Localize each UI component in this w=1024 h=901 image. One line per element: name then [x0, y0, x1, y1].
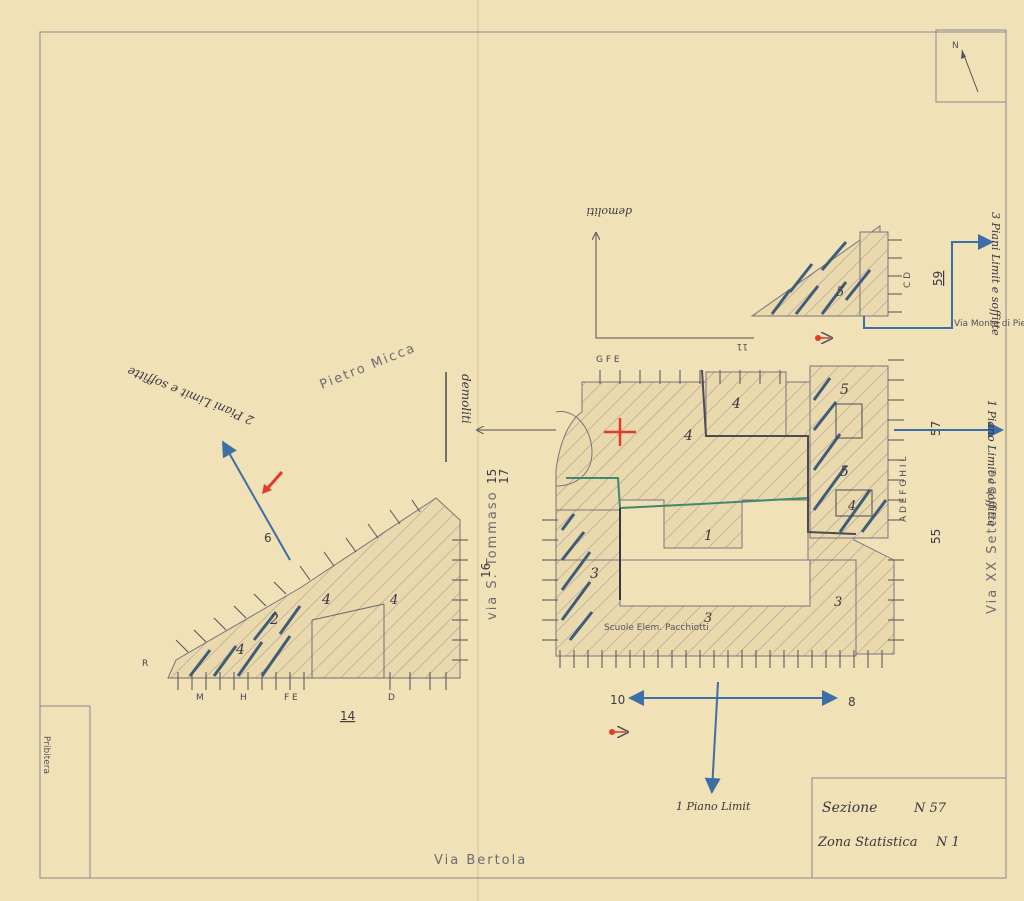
street-s-tommaso: via S. Tommaso: [485, 490, 500, 620]
title-block: [811, 777, 1007, 879]
svg-text:5: 5: [836, 285, 844, 300]
annotation-bottom-piano: 1 Piano Limit: [676, 800, 751, 813]
label-15: 15: [485, 469, 499, 484]
label-11: 11: [737, 341, 748, 351]
label-6: 6: [264, 531, 272, 545]
street-monte-di-pieta: Via Monte di Pietà: [954, 319, 1024, 329]
building-block-central: 1 3 3 3 4 4 5 5 4 A D E F G H I L G F E: [542, 355, 909, 668]
school-label: Scuole Elem. Pacchiotti: [604, 623, 709, 633]
svg-text:2: 2: [269, 612, 279, 628]
label-57: 57: [929, 421, 943, 436]
svg-text:4: 4: [731, 396, 741, 412]
svg-text:R: R: [142, 659, 148, 669]
annotation-right-57: 1 Piano Limit e soffitte: [985, 400, 998, 527]
svg-text:N: N: [952, 41, 959, 51]
svg-text:3: 3: [834, 595, 842, 610]
street-bertola: Via Bertola: [434, 853, 527, 868]
blue-arrow-59: [863, 234, 994, 329]
svg-text:F E: F E: [284, 693, 298, 703]
svg-text:4: 4: [847, 499, 856, 514]
pencil-arrow-top: [596, 234, 754, 339]
label-8: 8: [848, 695, 856, 709]
sezione-label: Sezione: [822, 800, 877, 816]
label-55: 55: [929, 529, 943, 544]
north-arrow-icon: N: [935, 29, 1007, 103]
svg-text:D: D: [388, 693, 395, 703]
label-59: 59: [931, 271, 945, 286]
svg-text:4: 4: [683, 428, 693, 444]
label-16: 16: [479, 563, 493, 578]
svg-text:5: 5: [840, 464, 849, 480]
zona-value: N 1: [935, 835, 960, 850]
svg-text:4: 4: [389, 593, 398, 608]
annotation-demoliti-top: demoliti: [586, 205, 632, 218]
label-17: 17: [497, 469, 511, 484]
red-arrow-icon: [262, 471, 284, 494]
blue-arrow-left: [222, 440, 291, 561]
svg-text:C D: C D: [903, 272, 913, 288]
building-block-14: M H F E D R 4 2 4 4: [142, 497, 468, 703]
block-number-14: 14: [340, 709, 355, 723]
red-cross-icon: [604, 418, 636, 446]
zona-label: Zona Statistica: [817, 835, 917, 850]
svg-text:4: 4: [321, 592, 331, 608]
annotation-demoliti-left: demoliti: [459, 374, 473, 424]
label-10: 10: [610, 693, 625, 707]
building-block-59: 5 C D: [750, 225, 913, 317]
svg-text:1: 1: [704, 528, 713, 544]
svg-text:A D E F G H I L: A D E F G H I L: [899, 457, 909, 522]
map-frame: [39, 31, 1007, 879]
svg-text:H: H: [240, 693, 247, 703]
svg-text:G F E: G F E: [596, 355, 620, 365]
sezione-value: N 57: [913, 801, 947, 816]
svg-text:5: 5: [840, 382, 849, 398]
annotation-right-59: 3 Piani Limit e soffitte: [989, 212, 1002, 336]
svg-text:3: 3: [590, 566, 599, 582]
pribitera-box: [39, 705, 91, 879]
street-pribitera: Pribitera: [41, 736, 51, 774]
svg-text:3: 3: [704, 611, 712, 626]
svg-text:4: 4: [235, 642, 245, 658]
svg-text:M: M: [196, 693, 204, 703]
street-xx-settembre: Via XX Settembre: [985, 467, 1000, 614]
blue-arrows-bottom: [628, 681, 838, 794]
